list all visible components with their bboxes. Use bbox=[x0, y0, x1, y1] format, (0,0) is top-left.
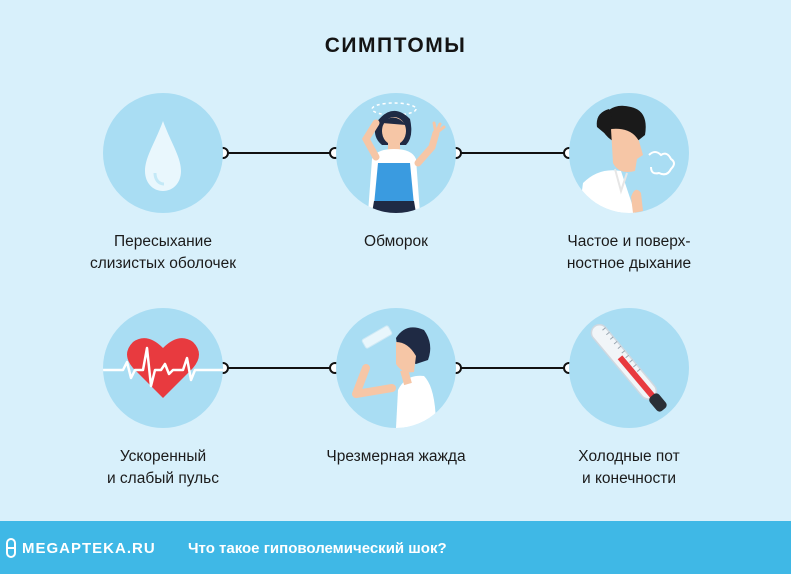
symptom-label-cold: Холодные пот и конечности bbox=[529, 446, 729, 490]
symptom-label-thirst: Чрезмерная жажда bbox=[296, 446, 496, 468]
label-line: Пересыхание bbox=[114, 233, 212, 250]
symptom-label-breathing: Частое и поверх- ностное дыхание bbox=[529, 231, 729, 275]
article-link[interactable]: Что такое гиповолемический шок? bbox=[188, 540, 447, 557]
site-logo[interactable]: MEGAPTEKA.RU bbox=[22, 540, 156, 557]
drinking-man-icon bbox=[352, 325, 436, 428]
thermometer-icon bbox=[590, 324, 667, 412]
fainting-woman-icon bbox=[361, 102, 446, 213]
label-line: Чрезмерная жажда bbox=[326, 448, 466, 465]
label-line: слизистых оболочек bbox=[89, 255, 237, 272]
label-line: Частое и поверх- bbox=[567, 233, 691, 250]
symptom-circle-cold bbox=[569, 308, 689, 428]
symptom-label-dryness: Пересыхание слизистых оболочек bbox=[63, 231, 263, 275]
footer-bar: MEGAPTEKA.RU Что такое гиповолемический … bbox=[0, 521, 791, 574]
label-line: Ускоренный bbox=[119, 448, 207, 465]
symptom-circle-dryness bbox=[103, 93, 223, 213]
symptom-circle-pulse bbox=[103, 308, 223, 428]
label-line: Обморок bbox=[364, 233, 428, 250]
symptom-label-pulse: Ускоренный и слабый пульс bbox=[63, 446, 263, 490]
label-line: ностное дыхание bbox=[566, 255, 692, 272]
symptom-label-fainting: Обморок bbox=[296, 231, 496, 253]
breathing-man-icon bbox=[579, 105, 675, 213]
water-drop-icon bbox=[145, 121, 181, 191]
label-line: и конечности bbox=[582, 470, 676, 487]
heart-pulse-icon bbox=[103, 338, 223, 398]
label-line: Холодные пот bbox=[578, 448, 680, 465]
symptom-circle-fainting bbox=[336, 93, 456, 213]
pill-logo-icon bbox=[6, 538, 16, 558]
page-title: СИМПТОМЫ bbox=[324, 34, 467, 57]
symptom-circle-breathing bbox=[569, 93, 689, 213]
symptom-circle-thirst bbox=[336, 308, 456, 428]
label-line: и слабый пульс bbox=[106, 470, 220, 487]
